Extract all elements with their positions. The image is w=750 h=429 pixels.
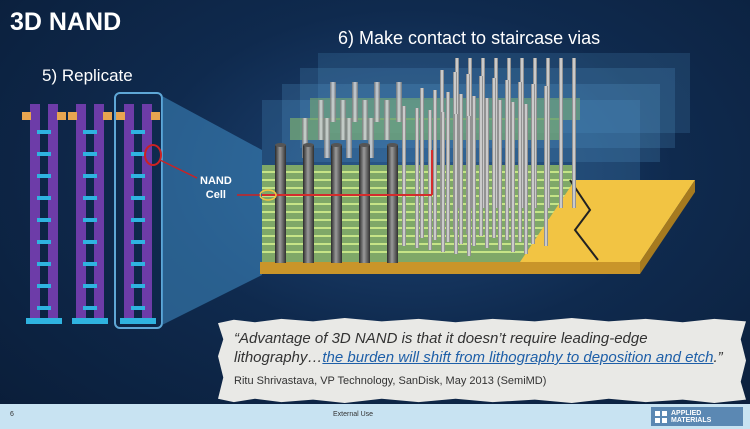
nand-cell-label: NAND Cell [200,174,232,202]
staircase-vias [402,58,576,256]
replicated-columns [22,104,160,324]
step6-heading: 6) Make contact to staircase vias [338,28,601,48]
logo-line1: APPLIED [671,410,702,417]
quote-line2-prefix: lithography… [234,349,323,366]
slide-title: 3D NAND [10,8,122,36]
nand-cell-label-line2: Cell [205,189,226,201]
company-logo: APPLIED MATERIALS [651,407,743,426]
quote-line2: lithography…the burden will shift from l… [234,349,723,366]
nand-cell-label-line1: NAND [200,175,232,187]
step5-heading: 5) Replicate [42,66,133,85]
logo-mark-icon [655,411,667,423]
cell-marker-left [144,144,162,166]
quote-highlight: the burden will shift from lithography t… [322,349,714,366]
quote-box: “Advantage of 3D NAND is that it doesn’t… [218,318,746,403]
rear-pillars [302,82,402,158]
cell-leader-line [159,159,198,179]
logo-text: APPLIED MATERIALS [671,410,711,424]
substrate [520,180,695,262]
quote-line2-suffix: .” [713,349,723,366]
footer-bar: 6 External Use APPLIED MATERIALS [0,404,750,429]
highlighted-column-frame [114,92,163,329]
logo-line2: MATERIALS [671,417,712,424]
quote-line1: “Advantage of 3D NAND is that it doesn’t… [234,330,648,347]
page-number: 6 [10,411,14,418]
break-mark [569,179,599,261]
channel-pillars [275,145,398,263]
quote-attribution: Ritu Shrivastava, VP Technology, SanDisk… [234,375,547,387]
classification-label: External Use [333,411,374,418]
zoom-projection [162,96,262,325]
